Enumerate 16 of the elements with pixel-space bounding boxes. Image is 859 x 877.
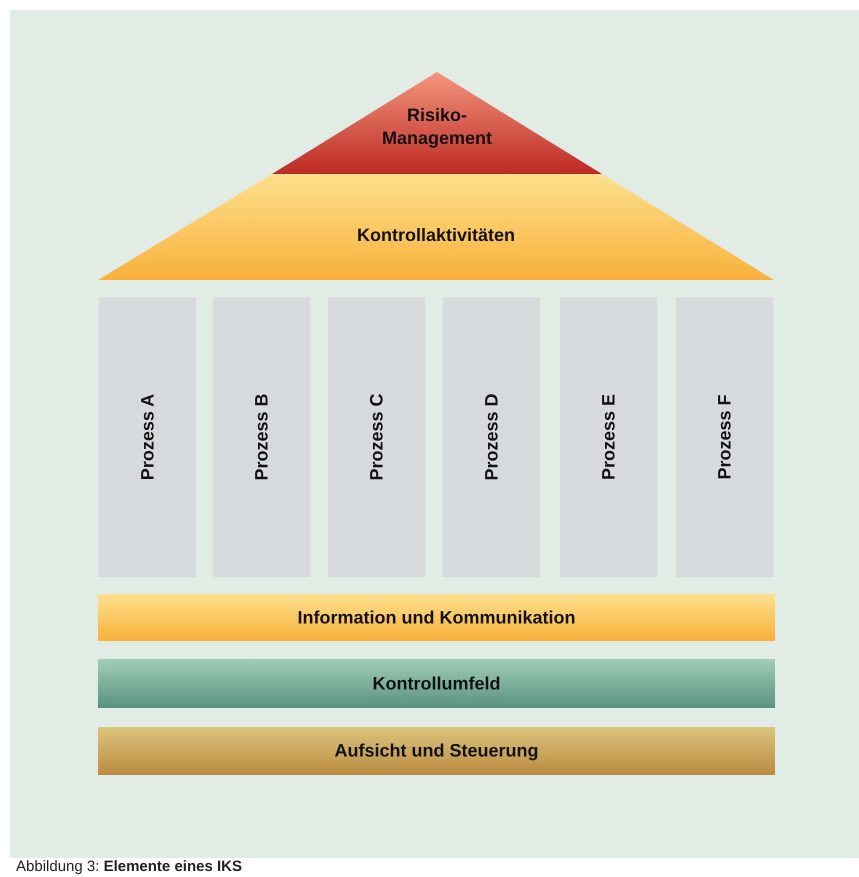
node-label: Prozess F — [712, 394, 735, 480]
foundation-band — [98, 594, 775, 641]
node-label: Prozess A — [136, 394, 158, 480]
node-label: Prozess B — [250, 393, 272, 481]
node-label: Kontrollaktivitäten — [356, 224, 516, 247]
node-label: Kontrollumfeld — [372, 672, 502, 695]
node-label: Information und Kommunikation — [296, 606, 576, 629]
node-label: Prozess C — [364, 393, 387, 481]
foundation-band — [98, 659, 775, 708]
node-label: Risiko-Management — [380, 104, 494, 150]
roof-triangle — [272, 72, 602, 174]
figure-caption: Abbildung 3: Elemente eines IKS — [16, 858, 242, 875]
foundation-band — [98, 727, 775, 775]
node-label: Prozess D — [480, 393, 502, 481]
node-label: Aufsicht und Steuerung — [334, 739, 540, 762]
node-label: Prozess E — [596, 394, 619, 480]
